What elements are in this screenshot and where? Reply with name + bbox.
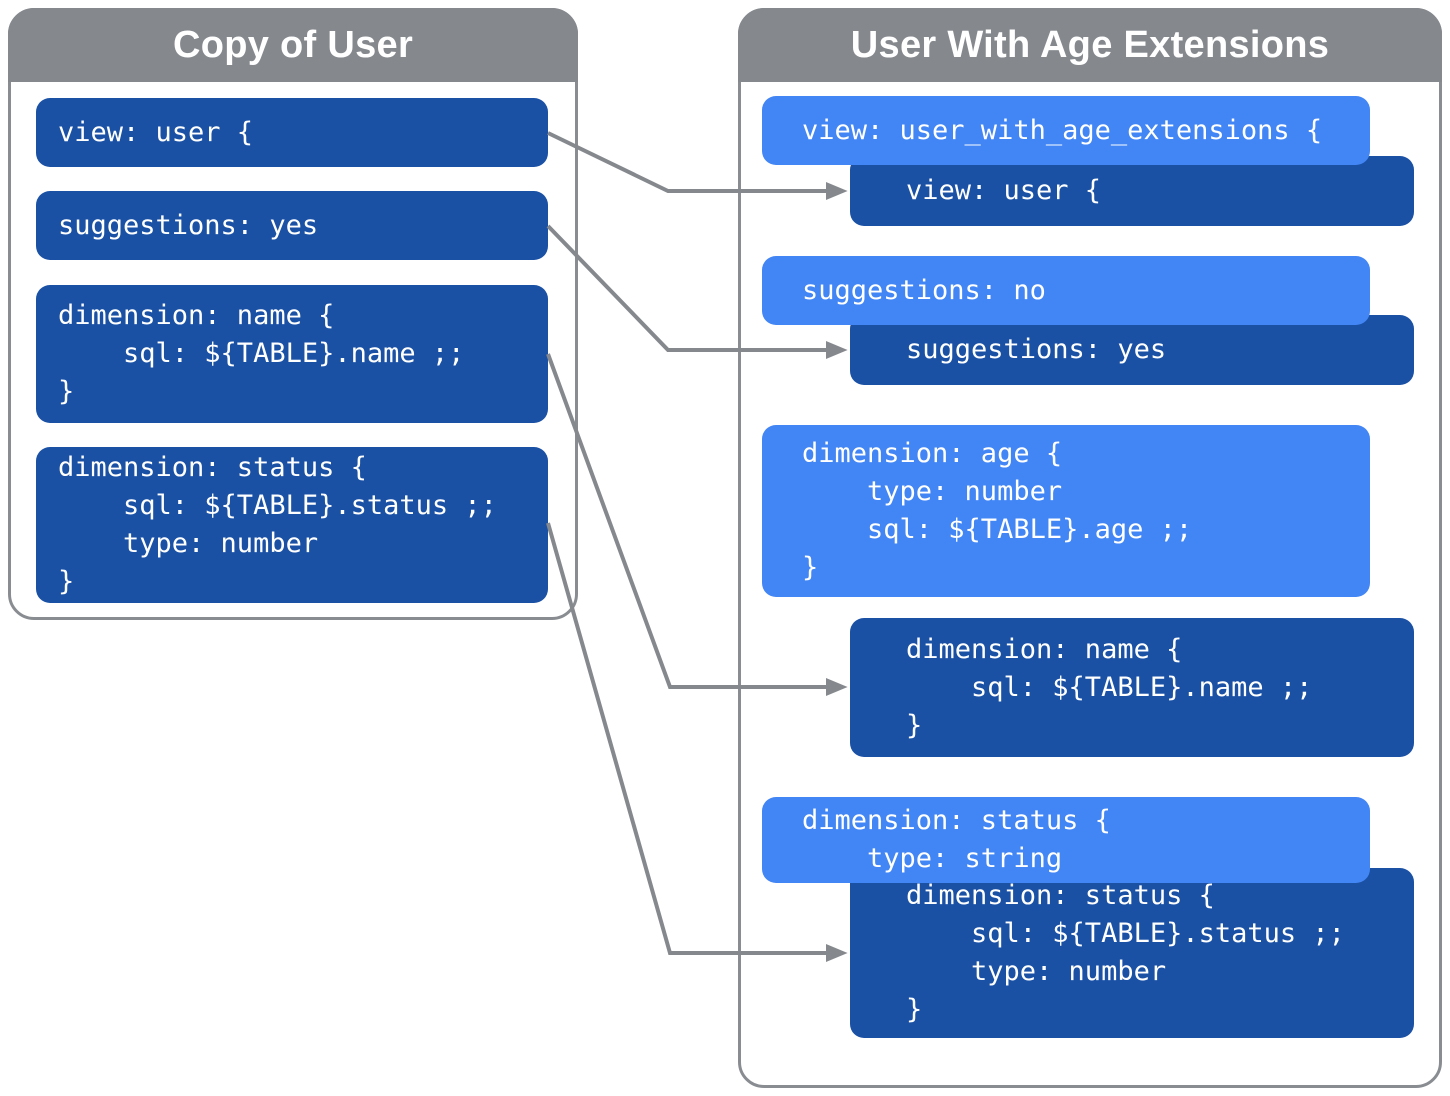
code-line: view: user { <box>906 175 1102 206</box>
code-line: type: number <box>906 956 1167 987</box>
base-block-suggestions: suggestions: yes <box>850 315 1414 385</box>
code-line: dimension: status { <box>802 805 1111 836</box>
code-block-view-user: view: user { <box>36 98 548 167</box>
code-line: } <box>906 709 923 741</box>
code-line: } <box>906 994 923 1025</box>
code-line: sql: ${TABLE}.status ;; <box>58 490 497 521</box>
code-line: sql: ${TABLE}.name ;; <box>906 671 1313 703</box>
code-block-dimension-name: dimension: name { sql: ${TABLE}.name ;; … <box>36 285 548 423</box>
code-block-suggestions-yes: suggestions: yes <box>36 191 548 260</box>
extension-block-dimension-status: dimension: status { type: string <box>762 797 1370 883</box>
panel-title: User With Age Extensions <box>850 23 1330 66</box>
extension-block-suggestions: suggestions: no <box>762 256 1370 325</box>
code-line: suggestions: no <box>802 274 1046 306</box>
code-line: view: user_with_age_extensions { <box>802 114 1323 146</box>
extension-block-dimension-age: dimension: age { type: number sql: ${TAB… <box>762 425 1370 597</box>
code-line: suggestions: yes <box>58 209 319 241</box>
code-line: suggestions: yes <box>906 334 1167 365</box>
code-line: dimension: name { <box>58 300 335 331</box>
code-line: type: number <box>802 476 1063 507</box>
code-line: dimension: status { <box>58 452 367 483</box>
base-block-dimension-status: dimension: status { sql: ${TABLE}.status… <box>850 868 1414 1038</box>
code-line: dimension: status { <box>906 880 1215 911</box>
code-line: dimension: name { <box>906 633 1183 665</box>
base-block-view: view: user { <box>850 156 1414 226</box>
panel-title: Copy of User <box>172 23 414 66</box>
code-line: type: string <box>802 843 1063 874</box>
code-line: } <box>58 376 75 407</box>
code-line: sql: ${TABLE}.name ;; <box>58 338 465 369</box>
copy-of-user-header: Copy of User <box>8 8 578 82</box>
extension-block-view: view: user_with_age_extensions { <box>762 96 1370 165</box>
code-block-dimension-status: dimension: status { sql: ${TABLE}.status… <box>36 447 548 603</box>
code-line: type: number <box>58 528 319 559</box>
code-line: } <box>58 566 75 597</box>
code-line: sql: ${TABLE}.age ;; <box>802 514 1193 545</box>
code-line: sql: ${TABLE}.status ;; <box>906 918 1345 949</box>
base-block-dimension-name: dimension: name { sql: ${TABLE}.name ;; … <box>850 618 1414 757</box>
code-line: view: user { <box>58 116 254 148</box>
code-line: dimension: age { <box>802 438 1063 469</box>
user-with-age-extensions-header: User With Age Extensions <box>738 8 1442 82</box>
code-line: } <box>802 552 819 583</box>
